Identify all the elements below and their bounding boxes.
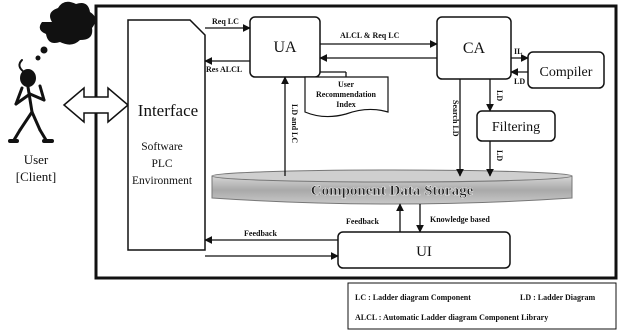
ua-label: UA [273,39,297,56]
ca-box: CA [437,17,511,79]
interface-sub-line2: PLC [151,158,172,170]
filtering-box: Filtering [477,111,555,141]
interface-sub-line3: Environment [132,175,193,187]
feedback-interface-label: Feedback [244,229,277,238]
ua-box: UA [250,17,320,77]
res-alcl-label: Res ALCL [206,65,242,74]
interface-title: Interface [138,101,198,120]
user-recommendation-index-doc: User Recommendation Index [305,77,388,117]
ld-compiler-label: LD [514,77,525,86]
search-ld-label: Search LD [451,100,460,137]
legend-lc: LC : Ladder diagram Component [355,293,471,302]
user-label: User [24,152,49,167]
interface-sub-line1: Software [141,141,183,153]
knowledge-based-label: Knowledge based [430,215,490,224]
il-label: IL [514,47,522,56]
client-label: [Client] [16,169,56,184]
ui-box: UI [338,232,510,268]
user-rec-line3: Index [336,100,356,109]
ld-and-lc-label: LD and LC [290,104,299,143]
thought-cloud-icon [36,2,96,61]
legend-box: LC : Ladder diagram Component LD : Ladde… [348,283,616,329]
ca-label: CA [463,40,486,57]
req-lc-label: Req LC [212,17,239,26]
filtering-label: Filtering [492,120,540,135]
feedback-storage-label: Feedback [346,217,379,226]
component-data-storage: Component Data Storage [212,170,572,204]
user-rec-line2: Recommendation [316,90,377,99]
storage-label: Component Data Storage [311,183,474,199]
user-icon [10,60,52,141]
ui-label: UI [416,244,432,260]
legend-ld: LD : Ladder Diagram [520,293,596,302]
interface-box: Interface Software PLC Environment [128,20,205,250]
ld-filtering-out-label: LD [495,150,504,161]
compiler-box: Compiler [528,52,604,88]
legend-alcl: ALCL : Automatic Ladder diagram Componen… [355,313,548,322]
user-rec-line1: User [338,80,354,89]
alcl-req-lc-label: ALCL & Req LC [340,31,400,40]
ld-filtering-in-label: LD [495,90,504,101]
compiler-label: Compiler [540,65,593,80]
